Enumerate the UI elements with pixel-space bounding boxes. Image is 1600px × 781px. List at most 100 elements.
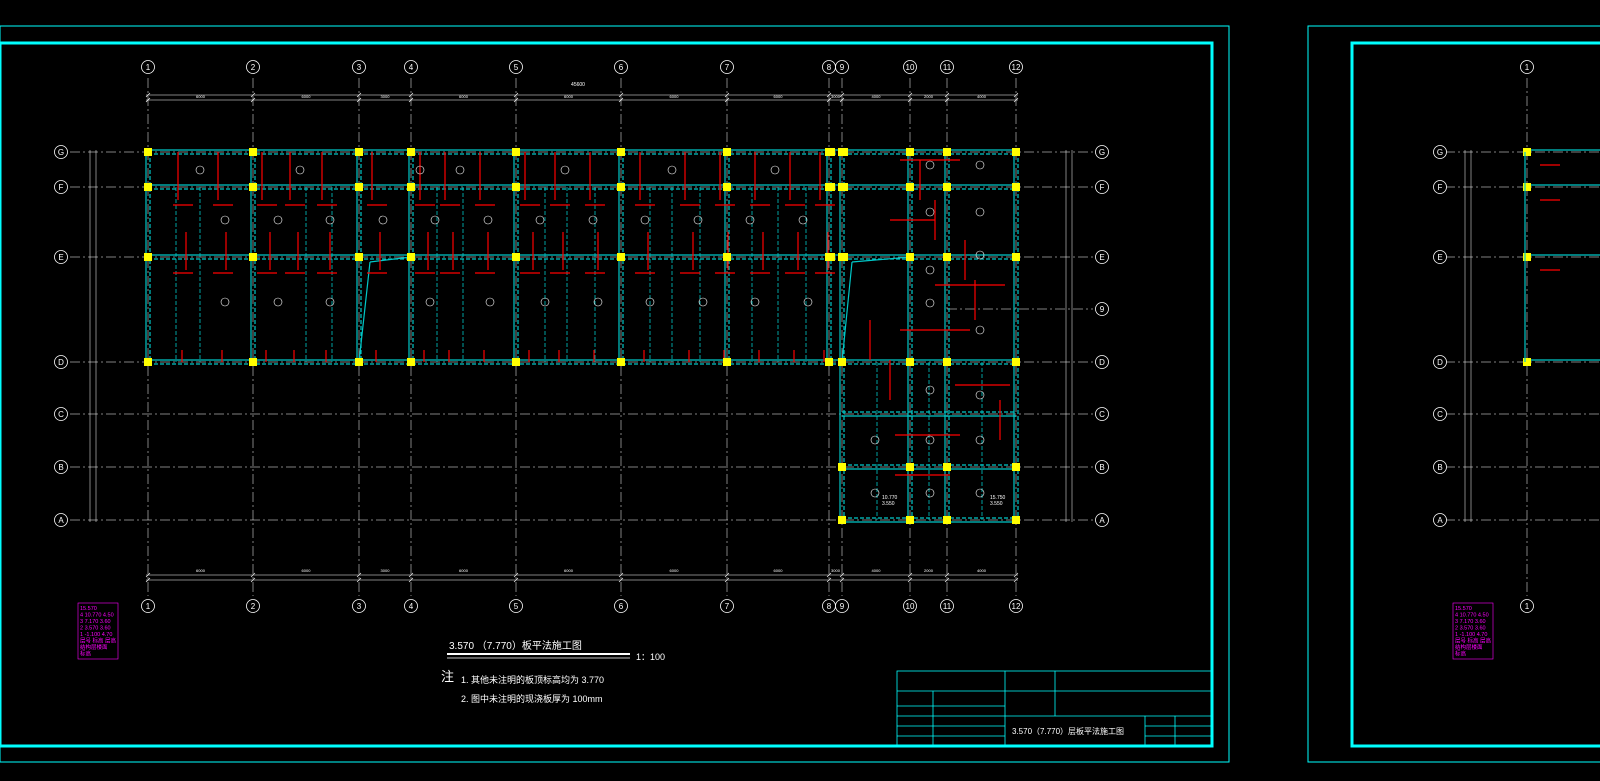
slab-circle xyxy=(925,298,935,308)
dim-tick xyxy=(618,572,624,578)
dim-tick xyxy=(145,577,151,583)
axis-bubble-bottom-label: 5 xyxy=(514,602,519,611)
axis-bubble-bottom-circle xyxy=(835,599,849,613)
column xyxy=(827,183,835,191)
axis-bubble-top-circle xyxy=(614,60,628,74)
dim-tick xyxy=(1013,572,1019,578)
column xyxy=(249,358,257,366)
column xyxy=(1012,463,1020,471)
axis-bubble-left-label: D xyxy=(58,358,64,367)
dim-text-bottom: 4000 xyxy=(872,568,882,573)
axis-bubble-top-label: 5 xyxy=(514,63,519,72)
slab-circle xyxy=(925,160,935,170)
dim-tick xyxy=(408,92,414,98)
dim-text-top: 2000 xyxy=(924,94,934,99)
column xyxy=(943,463,951,471)
axis-bubble-bottom-label: 4 xyxy=(409,602,414,611)
axis-bubble-right-label: D xyxy=(1099,358,1105,367)
dim-text-bottom: 6000 xyxy=(670,568,680,573)
axis-bubble-right-label: B xyxy=(1099,463,1104,472)
column xyxy=(1012,183,1020,191)
dim-tick xyxy=(944,97,950,103)
axis-bubble-left-circle xyxy=(1433,513,1447,527)
dim-text-top: 4000 xyxy=(977,94,987,99)
beam-line xyxy=(358,261,371,363)
axis-bubble-bottom-label: 7 xyxy=(725,602,730,611)
axis-bubble-top-label: 1 xyxy=(1525,63,1530,72)
axis-bubble-left-label: C xyxy=(1437,410,1443,419)
slab-circle xyxy=(455,165,465,175)
axis-bubble-left-label: F xyxy=(1438,183,1443,192)
column xyxy=(1523,148,1531,156)
dim-text-top: 6000 xyxy=(196,94,206,99)
axis-bubble-right-label: G xyxy=(1099,148,1105,157)
dim-tick xyxy=(408,572,414,578)
column xyxy=(723,183,731,191)
axis-bubble-bottom-label: 10 xyxy=(906,602,915,611)
slab-circle xyxy=(483,215,493,225)
elevation-row: 1 -1.100 4.70 xyxy=(80,632,112,638)
column xyxy=(144,253,152,261)
dim-tick xyxy=(618,92,624,98)
axis-bubble-left-circle xyxy=(1433,145,1447,159)
column xyxy=(355,148,363,156)
column xyxy=(355,358,363,366)
axis-bubble-right-circle xyxy=(1095,407,1109,421)
axis-bubble-right-label: A xyxy=(1099,516,1105,525)
dim-text-bottom: 6000 xyxy=(196,568,206,573)
dim-text-top: 4000 xyxy=(872,94,882,99)
dim-tick xyxy=(356,92,362,98)
axis-bubble-left-label: E xyxy=(58,253,63,262)
slab-mark: 15.750 xyxy=(990,495,1006,501)
column xyxy=(355,253,363,261)
column xyxy=(617,148,625,156)
column xyxy=(943,253,951,261)
column xyxy=(144,358,152,366)
beam-line xyxy=(851,256,911,263)
axis-bubble-bottom-label: 1 xyxy=(1525,602,1530,611)
elevation-row: 结构层楼面 xyxy=(80,643,108,651)
slab-circle xyxy=(535,215,545,225)
axis-bubble-right-circle xyxy=(1095,180,1109,194)
column xyxy=(838,463,846,471)
axis-bubble-bottom-circle xyxy=(720,599,734,613)
column xyxy=(840,253,848,261)
slab-circle xyxy=(693,215,703,225)
axis-bubble-right-label: F xyxy=(1100,183,1105,192)
overall-dimension: 45600 xyxy=(571,82,585,88)
slab-circle xyxy=(975,325,985,335)
drawing-title: 3.570 （7.770）板平法施工图 xyxy=(449,639,582,652)
slab-circle xyxy=(273,215,283,225)
axis-bubble-top-label: 10 xyxy=(906,63,915,72)
dim-text-bottom: 6000 xyxy=(774,568,784,573)
slab-circle xyxy=(925,265,935,275)
axis-bubble-bottom-label: 9 xyxy=(840,602,845,611)
elevation-row: 1 -1.100 4.70 xyxy=(1455,632,1487,638)
column xyxy=(1523,358,1531,366)
column xyxy=(906,148,914,156)
dim-tick xyxy=(944,92,950,98)
column xyxy=(943,516,951,524)
slab-circle xyxy=(750,297,760,307)
elevation-row: 2 3.570 3.60 xyxy=(1455,626,1486,632)
column xyxy=(144,183,152,191)
axis-bubble-top-circle xyxy=(246,60,260,74)
column xyxy=(407,183,415,191)
column xyxy=(1012,358,1020,366)
dim-tick xyxy=(839,97,845,103)
axis-bubble-top-circle xyxy=(835,60,849,74)
axis-bubble-right-circle xyxy=(1095,513,1109,527)
slab-circle xyxy=(798,215,808,225)
axis-bubble-left-circle xyxy=(54,250,68,264)
column xyxy=(943,148,951,156)
slab-circle xyxy=(870,488,880,498)
dim-tick xyxy=(944,572,950,578)
slab-circle xyxy=(745,215,755,225)
column xyxy=(906,463,914,471)
axis-bubble-right-circle xyxy=(1095,145,1109,159)
slab-circle xyxy=(415,165,425,175)
elevation-row: 15.570 xyxy=(1455,606,1472,612)
